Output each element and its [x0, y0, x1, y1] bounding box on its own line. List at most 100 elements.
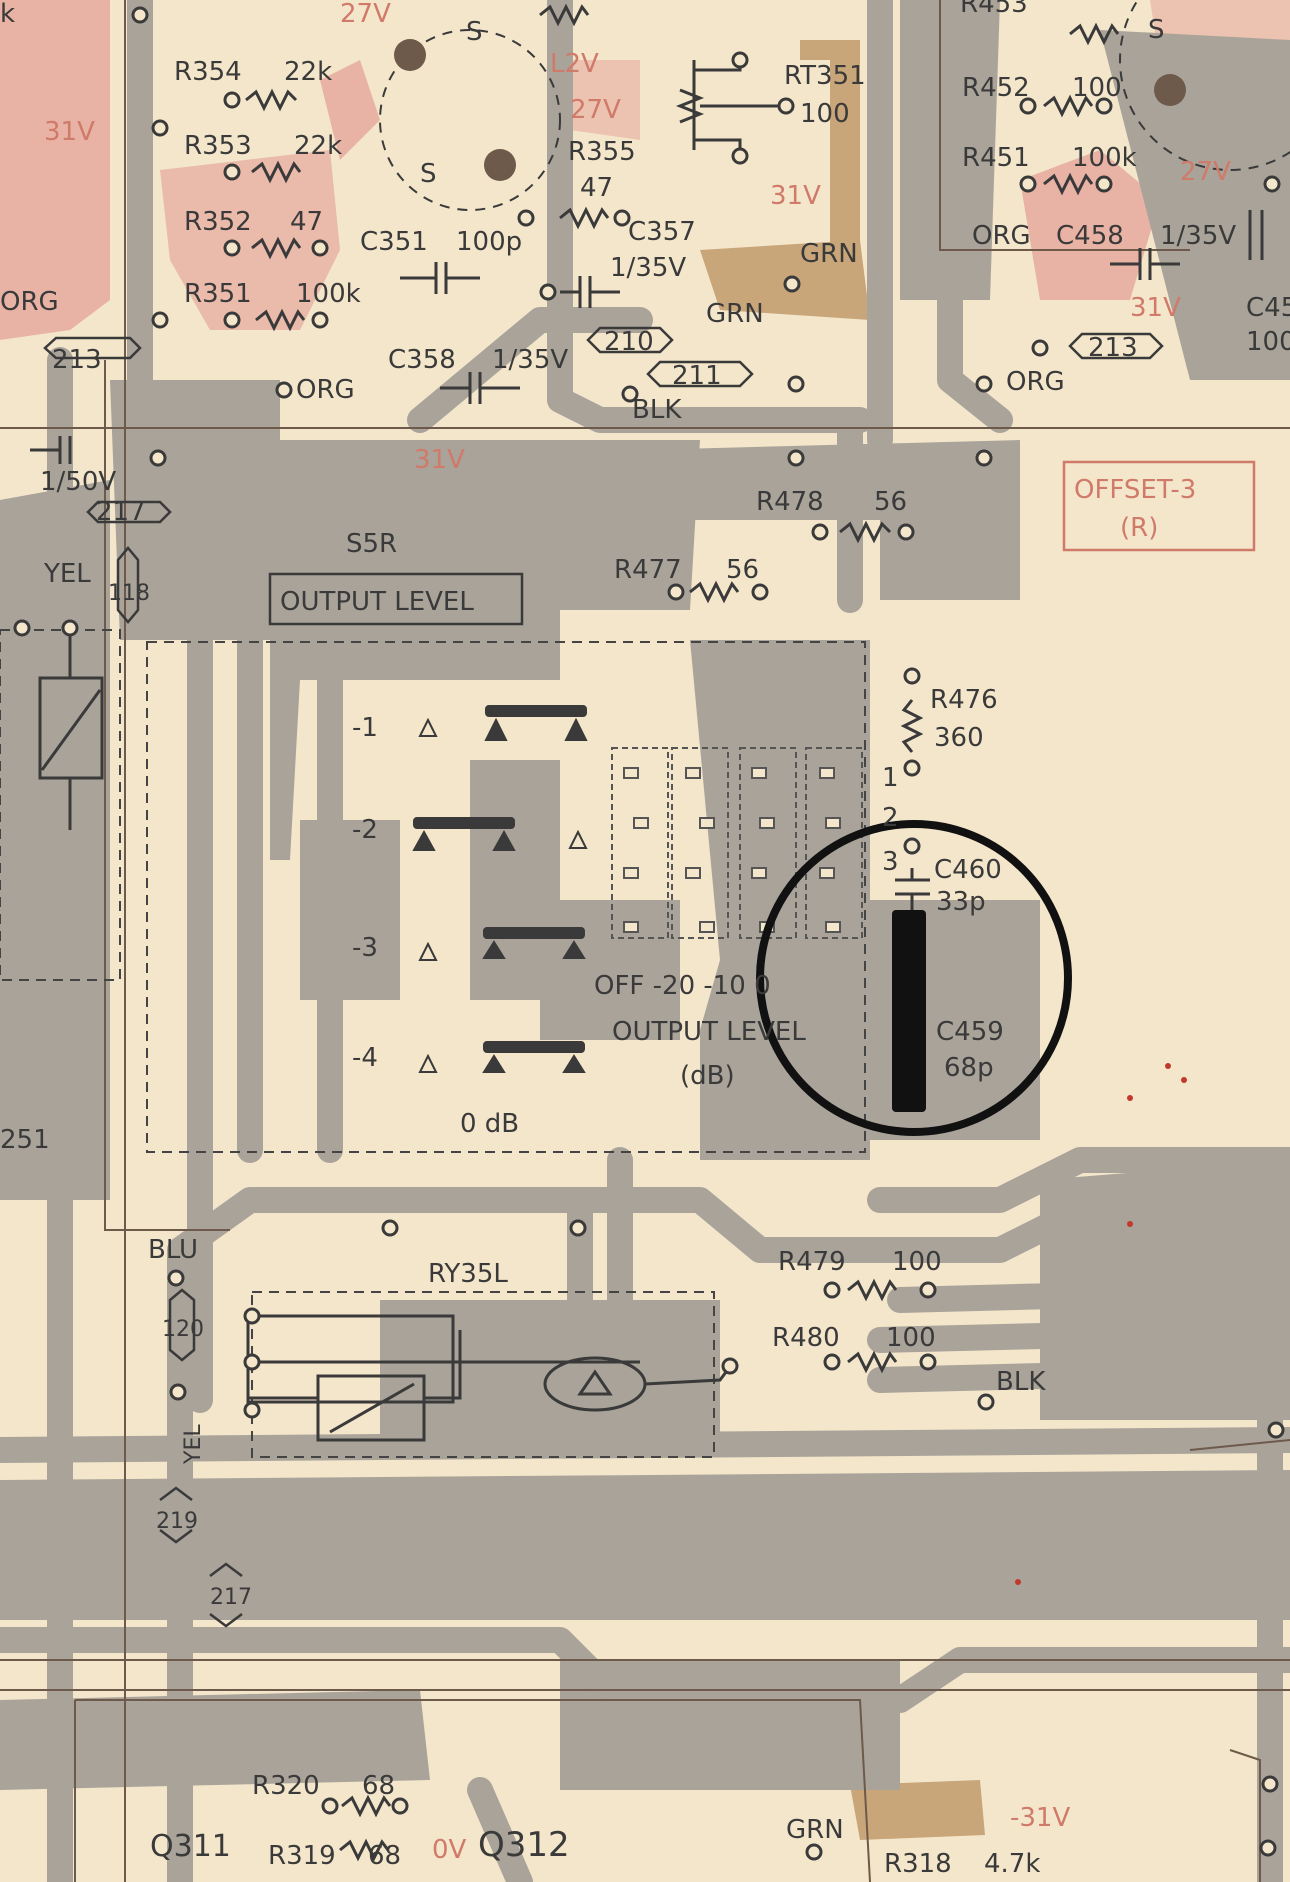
label-db: (dB): [680, 1061, 735, 1091]
label-r351: R351: [184, 279, 252, 309]
label-l2v: L2V: [550, 49, 599, 79]
label-r318-value: 4.7k: [984, 1849, 1040, 1879]
label-r451: R451: [962, 143, 1030, 173]
label-org-a: ORG: [296, 375, 355, 405]
label-org-b: ORG: [972, 221, 1031, 251]
label-s-c: S: [1148, 15, 1165, 45]
label-r453: R453: [960, 0, 1028, 19]
highlight-circle: [756, 820, 1072, 1136]
label-cap-150v: 1/50V: [40, 467, 116, 497]
label-c459: C459: [936, 1017, 1004, 1047]
label-s-b: S: [420, 159, 437, 189]
transistor-sockets: [379, 0, 1290, 211]
label-rt351: RT351: [784, 61, 866, 91]
label-r478: R478: [756, 487, 824, 517]
grey-copper-fills: [0, 0, 1290, 1790]
label-c357-value: 1/35V: [610, 253, 686, 283]
switch-position-triangles: [418, 717, 588, 1073]
slide-switch-actuators: [412, 705, 588, 1073]
label-r477-value: 56: [726, 555, 759, 585]
label-s5r: S5R: [346, 529, 397, 559]
label-grn-a: GRN: [800, 239, 858, 269]
label-blk-a: BLK: [632, 395, 682, 425]
transistor-pads: [394, 39, 1186, 181]
label-conn217-bottom: 217: [210, 1585, 252, 1610]
label-r480-value: 100: [886, 1323, 936, 1353]
resistors: [245, 3, 1120, 1862]
label-r351-value: 100k: [296, 279, 361, 309]
label-c358: C358: [388, 345, 456, 375]
label-yel-a: YEL: [43, 559, 91, 589]
label-r354-value: 22k: [284, 57, 332, 87]
label-r318: R318: [884, 1849, 952, 1879]
label-r476-value: 360: [934, 723, 984, 753]
label-pos3: -3: [352, 933, 378, 963]
solder-pads: [13, 6, 1285, 1861]
label-r353-value: 22k: [294, 131, 342, 161]
label-r452: R452: [962, 73, 1030, 103]
label-offset: OFFSET-3: [1074, 475, 1196, 505]
label-pos2: -2: [352, 815, 378, 845]
label-org-c: ORG: [1006, 367, 1065, 397]
output-level-box: [268, 572, 524, 626]
label-r354: R354: [174, 57, 242, 87]
label-c45x-value: 100: [1246, 327, 1290, 357]
label-ry351: RY35L: [428, 1259, 508, 1289]
label-c460: C460: [934, 855, 1002, 885]
label-neg31v: -31V: [1010, 1803, 1070, 1833]
label-conn219: 219: [156, 1509, 198, 1534]
label-c459-value: 68p: [944, 1053, 994, 1083]
label-r479: R479: [778, 1247, 846, 1277]
label-c460-value: 33p: [936, 887, 986, 917]
label-r451-value: 100k: [1072, 143, 1137, 173]
label-c458: C458: [1056, 221, 1124, 251]
highlight-marker: [756, 820, 1072, 1136]
label-pos1: -1: [352, 713, 378, 743]
label-c458-value: 1/35V: [1160, 221, 1236, 251]
label-c351-value: 100p: [456, 227, 522, 257]
label-r476: R476: [930, 685, 998, 715]
red-dots: [1015, 1063, 1187, 1585]
label-grn-b: GRN: [706, 299, 764, 329]
label-31v-mid: 31V: [770, 181, 821, 211]
label-31v-left: 31V: [44, 117, 95, 147]
label-conn210: 210: [604, 327, 654, 357]
label-r319-value: 68: [368, 1841, 401, 1871]
label-rt351-value: 100: [800, 99, 850, 129]
label-r452-value: 100: [1072, 73, 1122, 103]
label-q311: Q311: [150, 1829, 231, 1864]
label-conn213-right: 213: [1088, 333, 1138, 363]
label-c45x: C45: [1246, 293, 1290, 323]
highlight-bar: [892, 910, 926, 1112]
label-yel-b: YEL: [181, 1424, 206, 1465]
label-blk-b: BLK: [996, 1367, 1046, 1397]
label-c357: C357: [628, 217, 696, 247]
label-pos4: -4: [352, 1043, 378, 1073]
label-r355: R355: [568, 137, 636, 167]
label-q312: Q312: [478, 1825, 570, 1865]
capacitors: [30, 210, 1264, 910]
label-s-a: S: [466, 17, 483, 47]
label-r355-value: 47: [580, 173, 613, 203]
label-r477: R477: [614, 555, 682, 585]
label-conn251: 251: [0, 1125, 50, 1155]
label-pin1: 1: [882, 763, 899, 793]
label-r478-value: 56: [874, 487, 907, 517]
relay-left: [38, 630, 104, 830]
label-0v: 0V: [432, 1835, 467, 1865]
label-c358-value: 1/35V: [492, 345, 568, 375]
label-conn213-left: 213: [52, 345, 102, 375]
label-switch-scale: OFF -20 -10 0: [594, 971, 771, 1001]
label-r320: R320: [252, 1771, 320, 1801]
label-zero-db: 0 dB: [460, 1109, 519, 1139]
label-r320-value: 68: [362, 1771, 395, 1801]
label-27v-right: 27V: [1180, 157, 1231, 187]
label-pin2: 2: [882, 803, 899, 833]
connector-outlines: [43, 326, 1164, 1628]
label-offset-sub: (R): [1120, 513, 1158, 543]
label-output-level-box: OUTPUT LEVEL: [280, 587, 474, 617]
offset-box: [1062, 460, 1256, 552]
label-r480: R480: [772, 1323, 840, 1353]
